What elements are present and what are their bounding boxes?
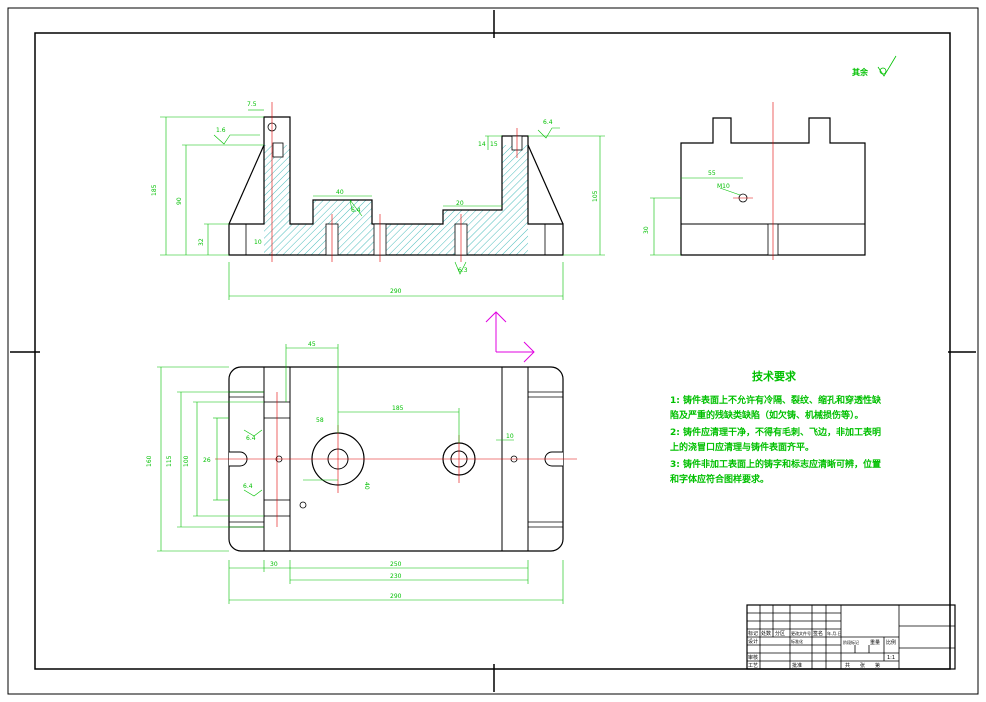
dim-105: 105 <box>592 190 599 202</box>
tech-line-2: 陷及严重的残缺类缺陷（如欠铸、机械损伤等）。 <box>670 409 864 421</box>
side-view-outline <box>680 117 866 256</box>
tech-line-5: 3: 铸件非加工表面上的铸字和标志应清晰可辨，位置 <box>670 458 881 470</box>
top-small-hole-offset <box>299 501 307 509</box>
dim-26: 26 <box>203 457 211 464</box>
tb-weight: 重量 <box>870 639 880 646</box>
tb-stage: 阶段标记 <box>843 639 859 645</box>
dim-6-4d: 6.4 <box>243 483 253 490</box>
dim-15: 15 <box>490 141 498 148</box>
tech-line-4: 上的浇冒口应清理与铸件表面齐平。 <box>670 441 814 453</box>
dim-14: 14 <box>478 141 486 148</box>
dim-6-4c: 6.4 <box>246 435 256 442</box>
dim-115: 115 <box>166 455 173 467</box>
tech-line-6: 和字体应符合图样要求。 <box>669 473 769 485</box>
tb-page: 第 <box>875 662 880 669</box>
dim-7-5: 7.5 <box>247 101 257 108</box>
dim-30-top: 30 <box>270 561 278 568</box>
front-slot-left <box>272 142 284 158</box>
tb-scale-value: 1:1 <box>887 655 895 661</box>
top-view <box>215 366 577 552</box>
tb-sign: 签名 <box>813 630 823 637</box>
dim-90: 90 <box>176 197 183 205</box>
dim-1-6: 1.6 <box>216 127 226 134</box>
dim-m10: M10 <box>717 183 730 190</box>
front-view-dimensions <box>160 109 605 300</box>
tb-sheet: 张 <box>860 662 865 669</box>
tb-total: 共 <box>845 662 850 669</box>
roughness-note-label: 其余 <box>852 67 869 77</box>
dim-6-4a: 6.4 <box>351 207 361 214</box>
technical-requirements: 技术要求 1: 铸件表面上不允许有冷隔、裂纹、缩孔和穿透性缺 陷及严重的残缺类缺… <box>669 369 882 485</box>
dim-160: 160 <box>146 455 153 467</box>
tb-standard: 标准化 <box>791 638 803 644</box>
front-view-hatch <box>264 145 528 255</box>
dim-6-4b: 6.4 <box>543 119 553 126</box>
dim-230: 230 <box>390 573 402 580</box>
dim-55: 55 <box>708 170 716 177</box>
ucs-axis-icon <box>485 311 535 363</box>
side-view-dimensions <box>650 177 743 256</box>
tb-change-doc: 更改文件号 <box>791 630 811 636</box>
tb-design: 设计 <box>748 638 758 645</box>
tb-process: 工艺 <box>748 663 758 669</box>
title-block <box>746 604 956 670</box>
dim-10-top: 10 <box>506 433 514 440</box>
roughness-circle-icon <box>879 67 887 75</box>
dim-32: 32 <box>198 238 205 246</box>
dim-58: 58 <box>316 417 324 424</box>
front-rib-right <box>527 144 564 225</box>
dim-290-top: 290 <box>390 593 402 600</box>
tb-zone: 分区 <box>775 630 785 637</box>
tb-scale: 比例 <box>886 639 896 646</box>
dim-45: 45 <box>308 341 316 348</box>
tech-line-3: 2: 铸件应清理干净，不得有毛刺、飞边，非加工表明 <box>670 426 881 438</box>
dim-20: 20 <box>456 200 464 207</box>
top-view-dimensions <box>157 344 564 604</box>
dim-185: 185 <box>151 184 158 196</box>
dim-40-top: 40 <box>363 482 370 490</box>
tech-title: 技术要求 <box>752 369 797 383</box>
dim-100: 100 <box>183 455 190 467</box>
outer-frame <box>7 7 979 695</box>
dim-30-side: 30 <box>643 226 650 234</box>
dim-250: 250 <box>390 561 402 568</box>
front-view <box>228 102 564 262</box>
inner-frame <box>34 32 951 670</box>
roughness-note: 其余 <box>852 55 897 77</box>
tb-date: 年.月.日 <box>827 630 842 636</box>
tb-approve: 批准 <box>792 662 802 669</box>
dim-40: 40 <box>336 189 344 196</box>
tb-mark: 标记 <box>748 630 758 637</box>
tb-review: 审核 <box>748 654 758 661</box>
dim-185-top: 185 <box>392 405 404 412</box>
dim-290: 290 <box>390 288 402 295</box>
tb-count: 处数 <box>761 630 771 637</box>
dim-6-3: 6.3 <box>458 267 468 274</box>
tech-line-1: 1: 铸件表面上不允许有冷隔、裂纹、缩孔和穿透性缺 <box>670 394 882 406</box>
front-rib-left <box>228 144 265 225</box>
dim-10: 10 <box>254 239 262 246</box>
side-view <box>680 102 866 260</box>
